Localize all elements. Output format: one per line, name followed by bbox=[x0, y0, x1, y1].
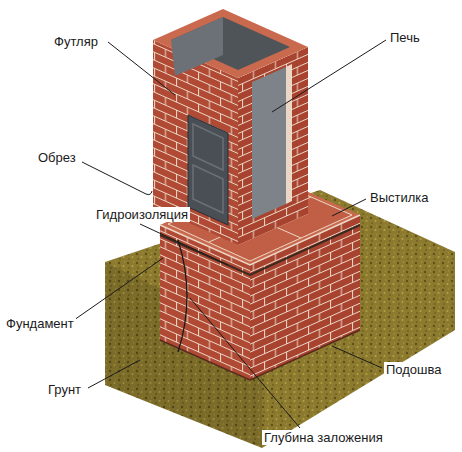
leader-line bbox=[190, 298, 300, 428]
door-panel bbox=[193, 165, 223, 213]
leader-line bbox=[332, 346, 382, 368]
part-label: Обрез bbox=[36, 150, 78, 165]
foundation-sole bbox=[160, 330, 360, 380]
soil-block bbox=[105, 190, 455, 448]
casing-right-face bbox=[238, 47, 308, 245]
depth-bracket bbox=[178, 240, 187, 352]
stove-body bbox=[252, 67, 286, 219]
leader-line bbox=[272, 40, 386, 112]
leader-line bbox=[74, 258, 163, 320]
part-label: Гидроизоляция bbox=[94, 207, 190, 222]
leader-line bbox=[82, 162, 152, 195]
part-label: Глубина заложения bbox=[262, 430, 385, 445]
part-label: Выстилка bbox=[368, 190, 431, 205]
part-label: Подошва bbox=[384, 362, 444, 377]
part-label: Грунт bbox=[46, 382, 83, 397]
stove-door bbox=[188, 115, 228, 225]
leader-line bbox=[140, 224, 228, 265]
slot-edge bbox=[286, 64, 292, 204]
leader-line bbox=[332, 199, 366, 216]
part-label: Печь bbox=[388, 30, 422, 45]
stove-inner-wall bbox=[171, 17, 223, 76]
door-panel bbox=[193, 124, 223, 170]
leader-line bbox=[108, 42, 175, 95]
part-label: Футляр bbox=[52, 34, 100, 49]
part-label: Фундамент bbox=[4, 316, 76, 331]
leader-line bbox=[88, 360, 140, 388]
